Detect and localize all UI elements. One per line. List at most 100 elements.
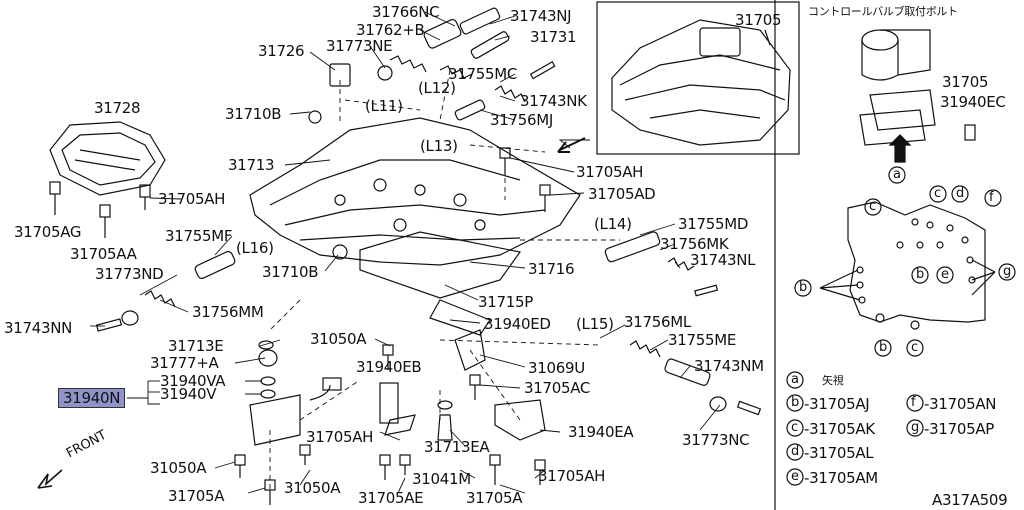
part-label: 31777+A: [150, 354, 219, 372]
part-label: 31773ND: [95, 265, 164, 283]
part-label: 31705AH: [576, 163, 644, 181]
part-label: 31756ML: [624, 313, 691, 331]
front-arrow: [37, 469, 63, 489]
part-label: 31743NL: [690, 251, 756, 269]
part-label: 31710B: [225, 105, 282, 123]
part-label: 31705AC: [524, 379, 591, 397]
part-label: 31713: [228, 156, 275, 174]
part-label: 31705AH: [306, 428, 374, 446]
part-label: 31940ED: [484, 315, 551, 333]
leader-lines: [90, 11, 721, 494]
part-label: 31705AH: [538, 467, 606, 485]
part-label: 31731: [530, 28, 577, 46]
callout-letter: c: [911, 340, 918, 355]
part-label: 31713E: [168, 337, 224, 355]
part-label: (L16): [236, 239, 274, 257]
part-label: 31041M: [412, 470, 471, 488]
part-label: 31940EC: [940, 93, 1006, 111]
part-label: (L12): [418, 79, 456, 97]
highlighted-part-label[interactable]: 31940N: [58, 388, 126, 408]
callout-letter: f: [989, 190, 994, 205]
inset-valve-body-drawing: [611, 19, 791, 146]
part-label: 31766NC: [372, 3, 440, 21]
part-label: 31705: [735, 11, 782, 29]
part-label: 31743NM: [694, 357, 764, 375]
part-label: 31705AA: [70, 245, 137, 263]
legend-key: f: [911, 395, 916, 410]
part-label: 31069U: [528, 359, 585, 377]
reference-code: A317A509: [932, 491, 1008, 509]
part-label: (L13): [420, 137, 458, 155]
part-label: 31705AG: [14, 223, 82, 241]
part-label: 31755ME: [668, 331, 737, 349]
legend-key: e: [791, 469, 799, 484]
part-label: 31728: [94, 99, 141, 117]
legend-key: a: [791, 372, 799, 387]
part-label: 31743NK: [520, 92, 587, 110]
part-label: 31716: [528, 260, 575, 278]
valves-and-springs: [95, 7, 762, 446]
legend-key: c: [791, 420, 798, 435]
legend-text: -31705AJ: [804, 395, 870, 413]
bottom-view-drawing: [819, 201, 996, 330]
part-label: 31743NN: [4, 319, 73, 337]
inset-title: コントロールバルブ取付ボルト: [808, 5, 958, 18]
callout-letter: c: [934, 186, 941, 201]
solenoid-drawing: [859, 29, 976, 163]
part-label: 31755MC: [448, 65, 518, 83]
callout-letter: g: [1003, 264, 1011, 279]
part-label: 31715P: [478, 293, 533, 311]
view-arrow: [559, 137, 586, 151]
part-label: 31762+B: [356, 21, 425, 39]
oil-strainer-drawing: [49, 121, 166, 196]
part-label: 31705A: [168, 487, 225, 505]
part-label: 31755MF: [165, 227, 233, 245]
inset-box: [596, 1, 800, 155]
legend-text: -31705AL: [804, 444, 874, 462]
part-label: (L11): [365, 97, 403, 115]
part-label: 31050A: [150, 459, 207, 477]
part-label: 31050A: [284, 479, 341, 497]
callout-letter: d: [956, 186, 964, 201]
part-label: 31710B: [262, 263, 319, 281]
part-label: (L15): [576, 315, 614, 333]
part-label: (L14): [594, 215, 632, 233]
part-label: 31705AD: [588, 185, 656, 203]
part-label: 31705AH: [158, 190, 226, 208]
part-label: 31756MJ: [490, 111, 553, 129]
valve-body-drawing: [249, 117, 581, 299]
part-label: 31705A: [466, 489, 523, 507]
part-label: 31773NC: [682, 431, 750, 449]
callout-circles: [786, 166, 1016, 486]
callout-letter: c: [869, 199, 876, 214]
part-label: 31756MK: [660, 235, 729, 253]
legend-text: -31705AM: [804, 469, 878, 487]
callout-letter: a: [893, 167, 901, 182]
part-label: 31050A: [310, 330, 367, 348]
part-label: 31726: [258, 42, 305, 60]
part-label: 31705AE: [358, 489, 424, 507]
callout-letter: b: [799, 280, 807, 295]
part-label: 31940EA: [568, 423, 634, 441]
callout-letter: e: [941, 267, 949, 282]
part-label: 31940VA: [160, 372, 226, 390]
bolts: [49, 147, 551, 505]
legend-text: 矢視: [822, 374, 844, 387]
part-label: 31705: [942, 73, 989, 91]
part-label: 31773NE: [326, 37, 393, 55]
legend-text: -31705AN: [924, 395, 997, 413]
part-label: 31713EA: [424, 438, 490, 456]
part-label: 31756MM: [192, 303, 264, 321]
legend-text: -31705AP: [924, 420, 995, 438]
legend-text: -31705AK: [804, 420, 875, 438]
part-label: 31940V: [160, 385, 217, 403]
part-label: 31755MD: [678, 215, 749, 233]
callout-letter: b: [916, 267, 924, 282]
part-label: 31940EB: [356, 358, 422, 376]
legend-key: b: [791, 395, 799, 410]
part-label: 31743NJ: [510, 7, 572, 25]
legend-key: g: [911, 420, 919, 435]
legend-key: d: [791, 444, 799, 459]
